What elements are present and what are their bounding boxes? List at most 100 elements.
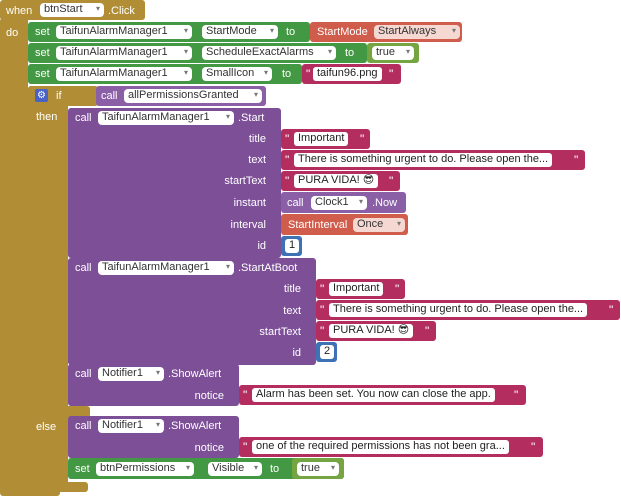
notifier-method-label: .ShowAlert <box>168 368 222 380</box>
if-block-spine <box>28 86 68 488</box>
set-to-label: to <box>286 26 296 38</box>
set-label: set <box>35 68 50 80</box>
boot-title-label: title <box>283 283 301 295</box>
start-component-dropdown[interactable]: TaifunAlarmManager1▾ <box>98 111 234 125</box>
chevron-down-icon: ▾ <box>253 90 258 99</box>
chevron-down-icon: ▾ <box>185 463 190 472</box>
start-text-field[interactable]: There is something urgent to do. Please … <box>294 153 553 167</box>
set-to-label: to <box>282 68 292 80</box>
alarm-startatboot-call-block[interactable] <box>68 258 316 365</box>
set-to-label: to <box>270 463 280 475</box>
quote-open-icon: " <box>285 174 290 188</box>
if-block-bottom <box>28 482 88 492</box>
event-name-label: .Click <box>108 5 135 17</box>
boot-starttext-label: startText <box>259 326 301 338</box>
then-label: then <box>36 111 58 123</box>
chevron-down-icon: ▾ <box>263 68 268 77</box>
boot-component-dropdown[interactable]: TaifunAlarmManager1▾ <box>98 261 234 275</box>
interval-value-dropdown[interactable]: Once▾ <box>353 218 405 232</box>
notice-field-else[interactable]: one of the required permissions has not … <box>252 440 509 454</box>
quote-close-icon: " <box>574 153 579 167</box>
set-to-label: to <box>345 47 355 59</box>
event-do-label: do <box>6 27 19 39</box>
set-label: set <box>75 463 90 475</box>
call-label: call <box>75 368 92 380</box>
quote-close-icon: " <box>389 67 394 81</box>
chevron-down-icon: ▾ <box>183 68 188 77</box>
chevron-down-icon: ▾ <box>183 47 188 56</box>
boot-starttext-field[interactable]: PURA VIDA! 😎 <box>329 324 414 338</box>
quote-close-icon: " <box>389 174 394 188</box>
boot-method-label: .StartAtBoot <box>238 262 298 274</box>
quote-open-icon: " <box>306 67 311 81</box>
boot-id-field[interactable]: 2 <box>320 345 335 359</box>
quote-close-icon: " <box>425 324 430 338</box>
quote-open-icon: " <box>243 388 248 402</box>
notice-label: notice <box>194 442 224 454</box>
set-component-dropdown[interactable]: TaifunAlarmManager1▾ <box>56 46 192 60</box>
set-component-dropdown[interactable]: TaifunAlarmManager1▾ <box>56 25 192 39</box>
notifier-component-dropdown[interactable]: Notifier1▾ <box>98 419 164 433</box>
chevron-down-icon: ▾ <box>330 463 335 472</box>
boot-text-label: text <box>283 305 301 317</box>
chevron-down-icon: ▾ <box>396 219 401 228</box>
chevron-down-icon: ▾ <box>405 47 410 56</box>
quote-close-icon: " <box>395 282 400 296</box>
chevron-down-icon: ▾ <box>225 262 230 271</box>
chevron-down-icon: ▾ <box>155 420 160 429</box>
chevron-down-icon: ▾ <box>95 4 100 13</box>
set-label: set <box>35 47 50 59</box>
boot-title-field[interactable]: Important <box>329 282 384 296</box>
quote-open-icon: " <box>243 440 248 454</box>
boolean-value-dropdown[interactable]: true▾ <box>297 462 339 476</box>
event-when-label: when <box>6 5 33 17</box>
if-label: if <box>56 90 62 102</box>
set-property-dropdown[interactable]: ScheduleExactAlarms▾ <box>202 46 336 60</box>
start-title-label: title <box>248 133 266 145</box>
boot-text-field[interactable]: There is something urgent to do. Please … <box>329 303 588 317</box>
quote-open-icon: " <box>285 153 290 167</box>
start-starttext-field[interactable]: PURA VIDA! 😎 <box>294 174 379 188</box>
boot-id-label: id <box>292 347 301 359</box>
quote-close-icon: " <box>609 303 614 317</box>
chevron-down-icon: ▾ <box>269 26 274 35</box>
chevron-down-icon: ▾ <box>155 368 160 377</box>
start-instant-label: instant <box>233 197 266 209</box>
set-component-dropdown[interactable]: btnPermissions▾ <box>96 462 194 476</box>
call-label: call <box>75 420 92 432</box>
set-component-dropdown[interactable]: TaifunAlarmManager1▾ <box>56 67 192 81</box>
call-label: call <box>75 262 92 274</box>
boolean-value-dropdown[interactable]: true▾ <box>372 46 414 60</box>
set-property-dropdown[interactable]: SmallIcon▾ <box>202 67 272 81</box>
quote-open-icon: " <box>285 132 290 146</box>
procedure-dropdown[interactable]: allPermissionsGranted▾ <box>124 89 262 103</box>
start-starttext-label: startText <box>224 175 266 187</box>
gear-icon[interactable]: ⚙ <box>35 89 48 102</box>
call-label: call <box>101 90 118 102</box>
set-label: set <box>35 26 50 38</box>
start-id-field[interactable]: 1 <box>285 239 300 253</box>
set-property-dropdown[interactable]: Visible▾ <box>208 462 262 476</box>
start-title-field[interactable]: Important <box>294 132 349 146</box>
chevron-down-icon: ▾ <box>327 47 332 56</box>
set-property-dropdown[interactable]: StartMode▾ <box>202 25 278 39</box>
quote-close-icon: " <box>531 440 536 454</box>
quote-open-icon: " <box>320 324 325 338</box>
clock-component-dropdown[interactable]: Clock1▾ <box>311 196 367 210</box>
chevron-down-icon: ▾ <box>451 26 456 35</box>
start-interval-label: interval <box>230 219 266 231</box>
call-label: call <box>75 112 92 124</box>
start-id-label: id <box>257 240 266 252</box>
quote-close-icon: " <box>514 388 519 402</box>
startmode-value-dropdown[interactable]: StartAlways▾ <box>374 25 460 39</box>
helper-type-label: StartMode <box>317 26 368 38</box>
quote-open-icon: " <box>320 303 325 317</box>
helper-type-label: StartInterval <box>288 219 348 231</box>
alarm-start-call-block[interactable] <box>68 108 281 258</box>
event-component-dropdown[interactable]: btnStart▾ <box>40 3 104 17</box>
notifier-component-dropdown[interactable]: Notifier1▾ <box>98 367 164 381</box>
chevron-down-icon: ▾ <box>358 197 363 206</box>
smallicon-value-field[interactable]: taifun96.png <box>313 67 382 81</box>
chevron-down-icon: ▾ <box>225 112 230 121</box>
notice-field-then[interactable]: Alarm has been set. You now can close th… <box>252 388 495 402</box>
